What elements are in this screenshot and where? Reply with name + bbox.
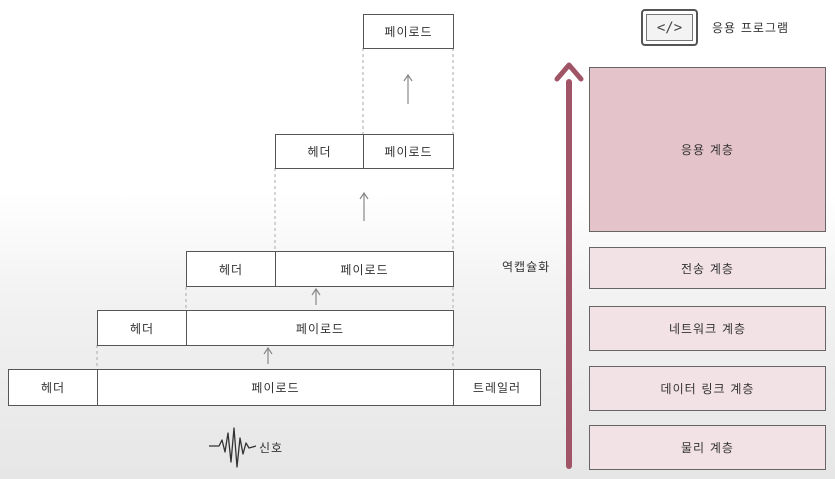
datalink-payload: 페이로드 [97, 369, 454, 406]
layer-physical: 물리 계층 [589, 425, 826, 470]
layer-application: 응용 계층 [589, 67, 826, 232]
code-icon-glyph: </> [656, 20, 683, 36]
app-program-label: 응용 프로그램 [712, 21, 790, 35]
decapsulation-label: 역캡슐화 [502, 260, 551, 274]
signal-label: 신호 [259, 441, 284, 455]
decapsulation-arrow [554, 62, 584, 469]
code-icon: </> [641, 9, 698, 46]
layer-transport: 전송 계층 [589, 247, 826, 289]
datalink-trailer: 트레일러 [453, 369, 541, 406]
top-payload: 페이로드 [363, 14, 454, 49]
transport-header: 헤더 [186, 251, 276, 287]
upward-arrows [263, 73, 413, 364]
network-header: 헤더 [97, 310, 187, 346]
application-payload: 페이로드 [363, 134, 454, 169]
network-payload: 페이로드 [186, 310, 454, 346]
transport-payload: 페이로드 [275, 251, 454, 287]
application-header: 헤더 [275, 134, 364, 169]
layer-datalink: 데이터 링크 계층 [589, 366, 826, 411]
signal-wave-icon [209, 427, 257, 468]
layer-network: 네트워크 계층 [589, 306, 826, 351]
datalink-header: 헤더 [8, 369, 98, 406]
